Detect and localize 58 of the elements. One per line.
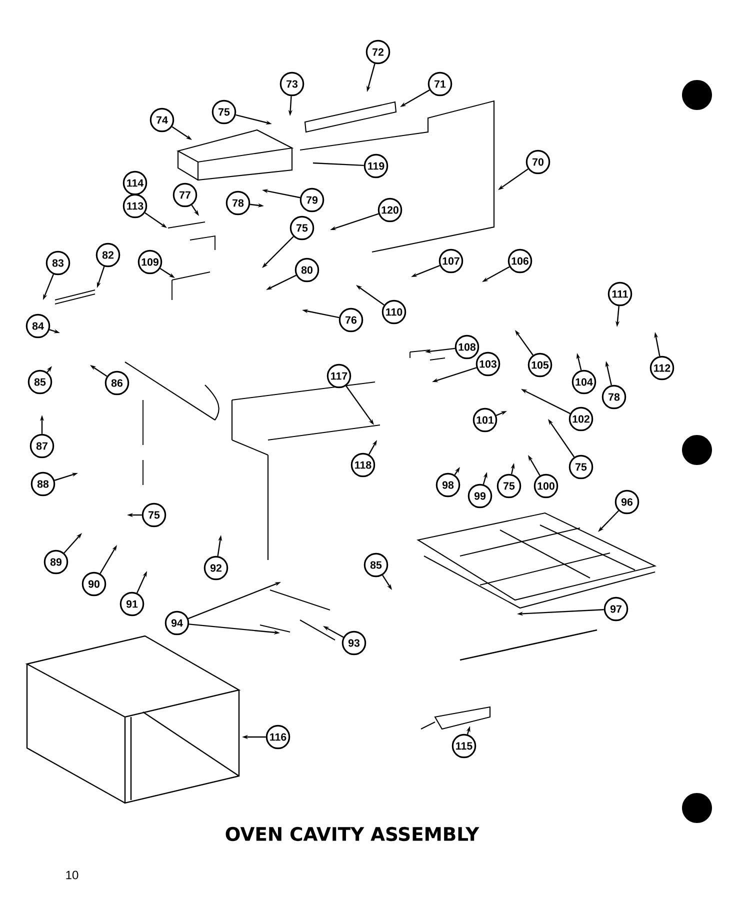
callout-number: 70 [526,150,550,174]
callout-number: 97 [604,596,628,622]
callout-number: 78 [226,190,250,216]
callout-number: 73 [280,72,304,96]
callout-number: 75 [496,474,522,498]
callout-number: 105 [528,352,552,378]
callout-number: 86 [104,370,130,396]
callout-number: 109 [138,250,162,274]
callout-number: 113 [122,194,148,218]
callout-number: 107 [438,248,464,274]
callout-number: 79 [300,188,324,212]
callout-number: 80 [294,258,320,282]
callout-number: 112 [650,356,674,380]
callout-number: 85 [364,552,388,578]
callout-number: 71 [428,72,452,96]
callout-number: 90 [82,572,106,596]
callout-number: 108 [454,334,480,360]
callout-number: 119 [364,154,388,178]
callout-number: 88 [30,472,56,496]
callout-number: 111 [608,282,632,306]
callout-number: 78 [602,384,626,410]
callout-number: 106 [508,248,532,274]
page-number: 10 [66,870,78,880]
callout-number: 98 [436,472,460,498]
callout-number: 94 [164,610,190,636]
callout-number: 75 [142,502,166,528]
callout-number: 96 [614,490,640,514]
callout-number: 102 [568,406,594,432]
callout-number: 72 [366,40,390,64]
callout-number: 85 [28,370,52,394]
callout-number: 118 [350,452,376,478]
callout-number: 103 [476,352,500,376]
title: OVEN CAVITY ASSEMBLY [226,826,480,842]
callout-number: 87 [30,434,54,458]
callout-number: 83 [46,250,70,276]
callout-number: 110 [382,300,406,324]
callout-number: 75 [290,216,314,240]
callout-number: 77 [172,182,198,208]
callout-number: 116 [266,724,290,750]
callout-number: 92 [204,556,228,580]
callout-number: 99 [468,484,492,508]
callout-number: 89 [44,550,68,574]
callout-number: 74 [150,108,174,132]
callout-number: 117 [326,364,352,388]
callout-number: 101 [472,408,498,432]
callout-number: 120 [378,198,402,222]
callout-number: 84 [26,314,50,338]
callout-number: 100 [534,474,558,498]
callout-number: 104 [572,370,596,394]
callout-number: 75 [568,454,594,480]
callout-number: 82 [96,242,120,268]
callout-number: 91 [120,592,144,616]
callout-number: 93 [342,630,366,656]
callout-number: 115 [452,734,476,758]
callout-number: 75 [212,100,236,124]
leader-line [312,162,364,166]
callout-number: 114 [122,170,148,196]
callout-number: 76 [338,308,364,332]
